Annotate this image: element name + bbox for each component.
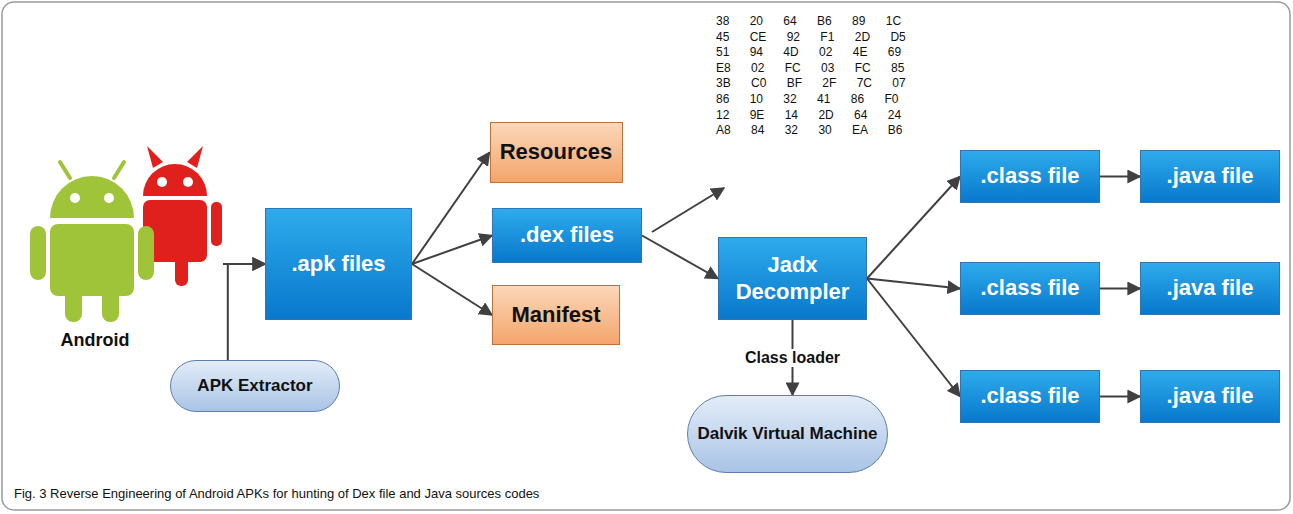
tool-pill: APK Extractor — [170, 360, 340, 412]
process-box: .java file — [1140, 150, 1280, 203]
hex-row: E8 02 FC 03 FC 85 — [716, 61, 904, 75]
node-text: .java file — [1167, 383, 1254, 409]
hex-row: 3B C0 BF 2F 7C 07 — [716, 76, 906, 90]
flow-arrow — [1100, 176, 1140, 178]
hex-pointer — [652, 188, 724, 232]
android-figure: Android — [25, 140, 223, 352]
hex-row: 38 20 64 B6 89 1C — [716, 14, 901, 28]
node-text: .dex files — [520, 222, 614, 248]
node-text: .java file — [1167, 275, 1254, 301]
node-text: APK Extractor — [197, 376, 312, 396]
flow-arrow — [642, 236, 718, 279]
vm-pill: Dalvik Virtual Machine — [687, 395, 888, 473]
hex-row: 45 CE 92 F1 2D D5 — [716, 30, 906, 44]
node-text: .apk files — [291, 251, 385, 277]
flow-arrow — [867, 279, 960, 397]
edge-label: Class loader — [742, 349, 843, 367]
node-text: .java file — [1167, 163, 1254, 189]
hex-row: 51 94 4D 02 4E 69 — [716, 45, 901, 59]
flow-arrow — [412, 264, 492, 315]
hex-row: 86 10 32 41 86 F0 — [716, 92, 898, 106]
hex-row: A8 84 32 30 EA B6 — [716, 123, 902, 137]
flow-arrow — [1100, 396, 1140, 398]
flow-arrow — [412, 153, 490, 265]
android-robots — [25, 140, 223, 352]
node-text: .class file — [980, 383, 1079, 409]
resource-box: Manifest — [492, 285, 620, 345]
flow-arrow — [412, 236, 492, 265]
process-box: .class file — [960, 150, 1100, 203]
node-text: Dalvik Virtual Machine — [697, 424, 877, 444]
flow-arrow — [228, 264, 265, 360]
process-box: .java file — [1140, 370, 1280, 423]
process-box: .dex files — [492, 208, 642, 263]
process-box: .apk files — [265, 208, 412, 320]
figure-caption: Fig. 3 Reverse Engineering of Android AP… — [14, 486, 539, 501]
process-box: .java file — [1140, 262, 1280, 315]
hex-row: 12 9E 14 2D 64 24 — [716, 108, 901, 122]
flow-arrow — [867, 279, 960, 289]
flow-arrow — [867, 177, 960, 279]
node-text: Jadx Decompler — [719, 252, 866, 305]
process-box: .class file — [960, 370, 1100, 423]
node-text: Android — [25, 330, 165, 352]
node-text: Manifest — [511, 302, 600, 328]
process-box: Jadx Decompler — [718, 237, 867, 320]
resource-box: Resources — [490, 122, 623, 183]
node-text: .class file — [980, 275, 1079, 301]
process-box: .class file — [960, 262, 1100, 315]
flow-arrow — [1100, 288, 1140, 290]
node-text: .class file — [980, 163, 1079, 189]
node-text: Resources — [500, 139, 613, 165]
